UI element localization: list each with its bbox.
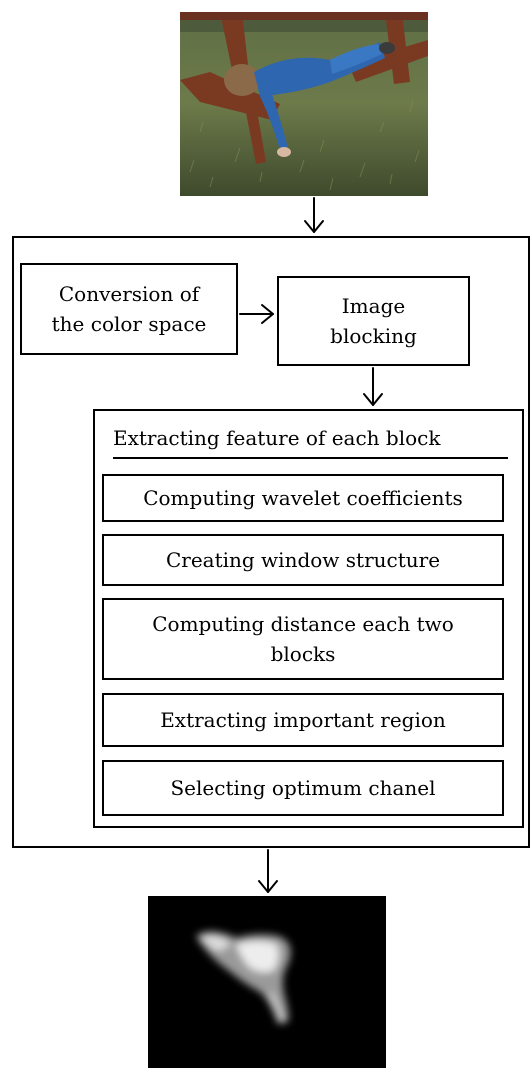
conversion-box: Conversion of the color space: [20, 263, 238, 355]
step-computing-distance: Computing distance each two blocks: [102, 598, 504, 680]
step-selecting-channel: Selecting optimum chanel: [102, 760, 504, 816]
feature-group-title-underline: [113, 457, 508, 459]
input-photo: [180, 12, 428, 196]
saliency-map-icon: [148, 896, 386, 1068]
step-label: Computing distance each two blocks: [152, 612, 454, 666]
image-blocking-label: Image blocking: [330, 294, 417, 348]
step-label: Extracting important region: [160, 708, 446, 732]
step-label: Selecting optimum chanel: [170, 776, 436, 800]
output-saliency-image: [148, 896, 386, 1068]
feature-group-title: Extracting feature of each block: [113, 426, 441, 450]
step-label: Creating window structure: [165, 548, 441, 572]
step-computing-wavelet: Computing wavelet coefficients: [102, 474, 504, 522]
step-creating-window: Creating window structure: [102, 534, 504, 586]
conversion-label: Conversion of the color space: [51, 282, 207, 336]
step-extracting-region: Extracting important region: [102, 693, 504, 747]
image-blocking-box: Image blocking: [277, 276, 470, 366]
step-label: Computing wavelet coefficients: [143, 486, 463, 510]
photo-icon: [180, 12, 428, 196]
